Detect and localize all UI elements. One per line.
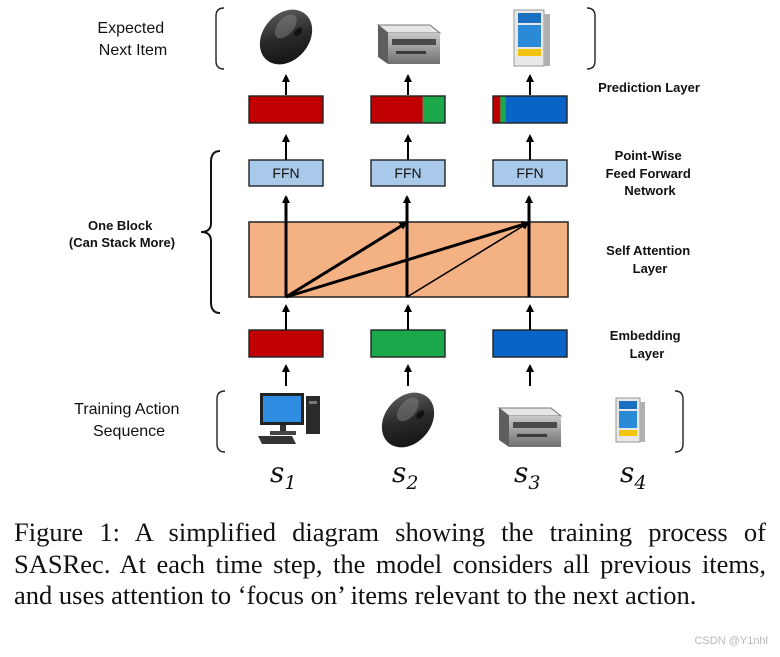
prediction-boxes [248,95,568,124]
self-attention-layer-label: Self Attention Layer [606,243,694,276]
one-block-label: One Block (Can Stack More) [69,218,175,250]
watermark: CSDN @Y1nhl [694,635,768,647]
prediction-layer-label: Prediction Layer [598,80,700,95]
sequence-cartridge-box-icon [615,397,645,443]
seq-symbol-3: s3 [514,456,540,494]
prediction-segment-1-1 [249,96,323,123]
prediction-segment-2-2 [422,96,445,123]
seq-symbol-2: s2 [392,456,418,494]
top-left-bracket [215,7,225,70]
prediction-box-1 [248,95,324,124]
training-sequence-label: Training Action Sequence [74,401,184,440]
prediction-segment-3-1 [493,96,501,123]
attention-arrow-2-3 [406,221,530,298]
bottom-right-bracket [674,390,684,453]
ffn-label-3: FFN [516,165,543,181]
seq-symbol-1: s1 [270,456,296,494]
predicted-mouse-icon [259,9,313,65]
embedding-box-1 [248,329,324,358]
ffn-layer-label: Point-Wise Feed Forward Network [606,148,695,198]
ffn-box-3 [492,159,568,187]
attention-arrow-1-2 [285,221,408,299]
prediction-segment-2-1 [371,96,423,123]
embedding-box-3 [492,329,568,358]
predicted-cartridge-box-icon [513,9,550,67]
ffn-label-2: FFN [394,165,421,181]
one-block-brace [200,150,221,314]
embedding-boxes [248,329,568,358]
desktop-computer-icon [258,393,320,444]
embedding-layer-label: Embedding Layer [610,328,684,361]
prediction-box-3 [492,95,568,124]
expected-next-item-label: Expected Next Item [97,20,168,59]
embedding-box-2 [370,329,446,358]
top-right-bracket [586,7,596,70]
predicted-printer-icon [376,24,442,64]
sequence-mouse-icon [381,392,435,448]
figure-caption: Figure 1: A simplified diagram showing t… [14,517,766,610]
bottom-left-bracket [216,390,226,453]
prediction-segment-3-2 [500,96,506,123]
prediction-box-2 [370,95,446,124]
prediction-segment-3-3 [505,96,567,123]
ffn-box-1 [248,159,324,187]
sequence-printer-icon [497,407,563,447]
seq-symbol-4: s4 [620,456,646,494]
ffn-label-1: FFN [272,165,299,181]
